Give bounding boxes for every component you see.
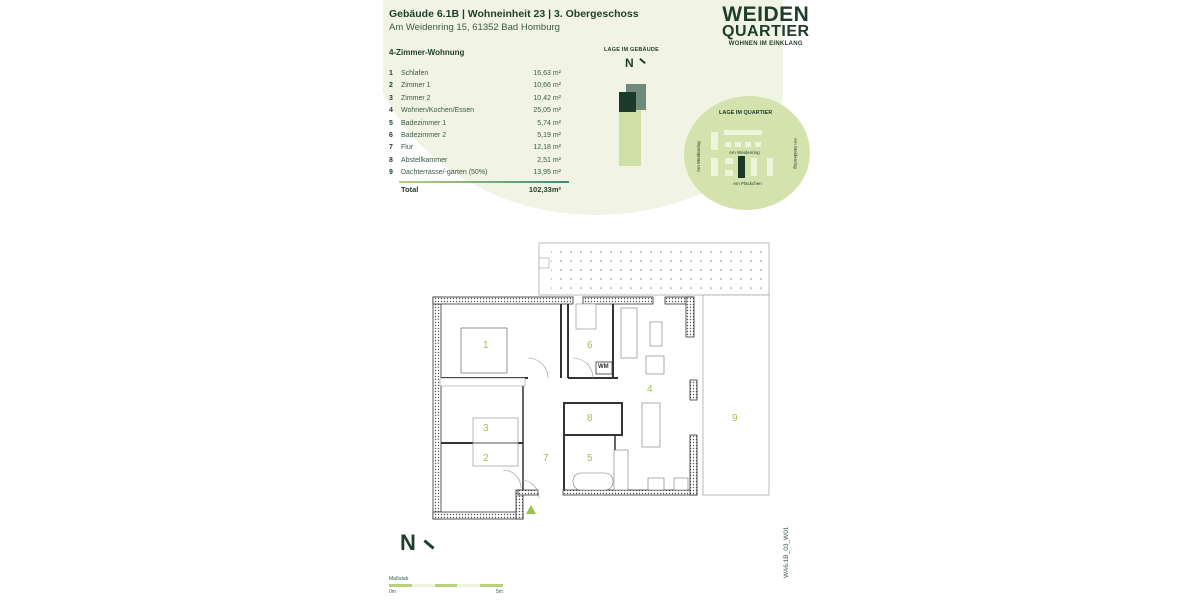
floorplan-sheet: Gebäude 6.1B | Wohneinheit 23 | 3. Oberg… [383,0,823,600]
room-name: Badezimmer 2 [401,131,447,139]
room-name: Zimmer 2 [401,94,431,102]
room-name: Wohnen/Kochen/Essen [401,107,475,115]
room-number: 8 [389,156,393,164]
room-number: 7 [389,144,393,152]
room-row: 7 Flur 12,18 m² [389,142,561,154]
map-block [725,158,733,164]
room-name: Schlafen [401,70,429,77]
map-block [725,170,733,176]
room-number: 5 [389,119,393,127]
room-row: 2 Zimmer 1 10,66 m² [389,80,561,92]
logo-tagline: WOHNEN IM EINKLANG [728,41,803,47]
apartment-type: 4-Zimmer-Wohnung [389,48,465,57]
room-area: 5,19 m² [537,131,561,139]
room-number: 2 [389,82,393,90]
logo: WEIDEN QUARTIER WOHNEN IM EINKLANG [722,3,810,48]
room-row: 4 Wohnen/Kochen/Essen 25,05 m² [389,105,561,117]
street-label: Am Weidenring [696,141,701,172]
total-area: 102,33m² [528,184,561,194]
room-area: 25,05 m² [533,107,561,115]
room-name: Badezimmer 1 [401,119,447,127]
total-label: Total [401,184,419,194]
room-label: 2 [483,453,489,464]
room-label: 4 [647,384,653,395]
room-name: Zimmer 1 [401,82,431,90]
divider [399,180,569,183]
scale-label: Maßstab [389,576,409,582]
room-name: Dachterrasse/-garten (50%) [401,169,488,177]
map-block [745,142,751,147]
map-block [711,132,718,150]
unit-location-marker [619,92,636,112]
scale-end: 5m [496,589,503,595]
room-label: 7 [543,453,549,464]
plan-code: WA6.1B_03_W01 [783,526,790,578]
north-arrow-icon [423,539,435,550]
room-label: 9 [732,413,738,424]
room-number: 4 [389,107,393,115]
room-area: 16,63 m² [533,70,561,77]
room-row: 9 Dachterrasse/-garten (50%) 13,95 m² [389,167,561,179]
room-area: 10,42 m² [533,94,561,102]
map-block [751,158,757,176]
room-label: 8 [587,413,593,424]
map-block [735,142,741,147]
page-title: Gebäude 6.1B | Wohneinheit 23 | 3. Oberg… [389,8,639,20]
scale-start: 0m [389,589,396,595]
room-area: 2,51 m² [537,156,561,164]
room-row: 1 Schlafen 16,63 m² [389,68,561,80]
map-block [725,142,731,147]
floor-plan-drawing [432,242,770,520]
quartier-location-marker [738,156,745,178]
washing-machine-label: WM [598,364,609,370]
street-label: Am Weidenring [793,138,798,169]
room-label: 5 [587,453,593,464]
scale-bar [389,584,503,587]
street-label: Am Weidenring [729,150,760,155]
logo-line2: QUARTIER [722,23,810,40]
room-number: 3 [389,94,393,102]
lage-gebaeude-label: LAGE IM GEBÄUDE [604,47,659,53]
map-block [767,158,773,176]
lage-quartier-label: LAGE IM QUARTIER [719,110,773,116]
total-row: Total 102,33m² [389,183,561,197]
room-row: 6 Badezimmer 2 5,19 m² [389,130,561,142]
room-area: 5,74 m² [537,119,561,127]
room-row: 5 Badezimmer 1 5,74 m² [389,118,561,130]
room-label: 6 [587,340,593,351]
room-label: 3 [483,423,489,434]
building-section [619,110,641,166]
room-area: 10,66 m² [533,82,561,90]
street-label: Am Pläckchen [733,181,762,186]
room-list: 1 Schlafen 16,63 m² 2 Zimmer 1 10,66 m² 3 Zim… [389,68,569,197]
room-number: 9 [389,169,393,177]
room-label: 1 [483,340,489,351]
map-block [755,142,761,147]
room-name: Flur [401,144,414,152]
map-block [711,158,718,176]
quartier-map [684,96,810,210]
north-indicator: N [625,56,634,70]
north-indicator: N [400,530,416,555]
room-name: Abstellkammer [401,156,448,164]
room-area: 12,18 m² [533,144,561,152]
room-row: 3 Zimmer 2 10,42 m² [389,93,561,105]
room-number: 1 [389,70,393,77]
room-number: 6 [389,131,393,139]
room-area: 13,95 m² [533,169,561,177]
address: Am Weidenring 15, 61352 Bad Homburg [389,22,560,33]
map-block [724,130,762,135]
floor-plan: 1 2 3 4 5 6 7 8 9 WM [428,240,823,525]
room-row: 8 Abstellkammer 2,51 m² [389,155,561,167]
logo-line1: WEIDEN [722,3,810,26]
